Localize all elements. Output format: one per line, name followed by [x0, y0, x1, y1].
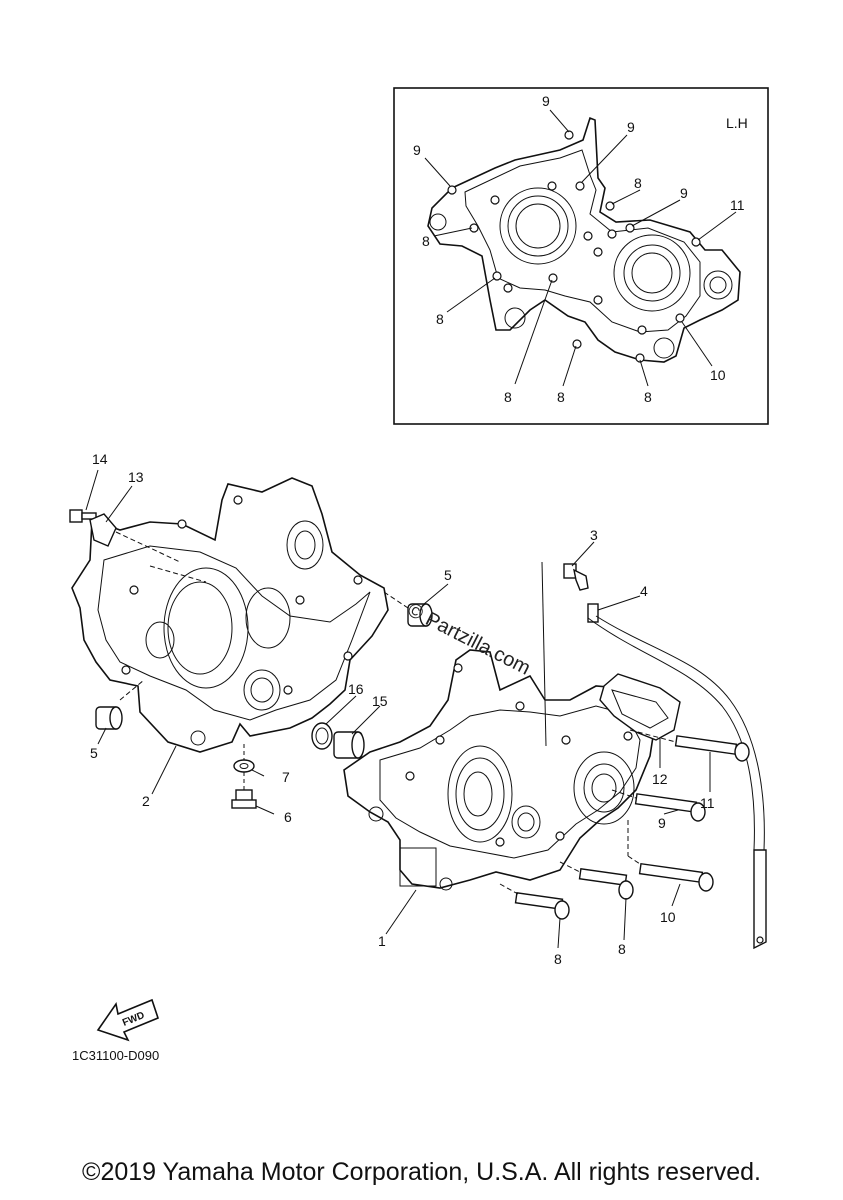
callout-7: 7	[282, 769, 290, 785]
inset-callout-9-upper-right: 9	[627, 119, 635, 135]
inset-left-bore-outer	[499, 187, 577, 265]
callout-5-lower: 5	[90, 745, 98, 761]
bolt-11	[674, 735, 750, 762]
diagram-code: 1C31100-D090	[72, 1048, 159, 1063]
fwd-label: FWD	[121, 1010, 146, 1029]
callout-14: 14	[92, 451, 108, 467]
inset-callout-8-left: 8	[422, 233, 430, 249]
bolt-8-lower	[514, 892, 570, 920]
callout-8-left: 8	[554, 951, 562, 967]
inset-side-label: L.H	[726, 115, 748, 131]
inset-boss-left	[429, 213, 447, 231]
bolt-14	[69, 509, 97, 523]
bolt-10	[638, 862, 714, 892]
dowel-5-lower	[95, 706, 123, 730]
callout-12: 12	[652, 771, 668, 787]
right-crankcase	[343, 649, 655, 891]
callout-15: 15	[372, 693, 388, 709]
inset-left-bore-inner	[515, 203, 561, 249]
inset-crankcase-outline	[427, 116, 741, 363]
inset-callout-10: 10	[710, 367, 726, 383]
callout-11: 11	[700, 795, 715, 811]
inset-left-hand-view: L.H	[393, 87, 769, 425]
inset-boss-right-inner	[709, 276, 727, 294]
copyright-notice: ©2019 Yamaha Motor Corporation, U.S.A. A…	[82, 1158, 761, 1186]
drain-bolt-6	[231, 789, 257, 809]
bolt-9	[634, 793, 706, 822]
inset-callout-8-bottom-b: 8	[557, 389, 565, 405]
cover-12	[599, 673, 681, 741]
callout-2: 2	[142, 793, 150, 809]
collar-15	[333, 731, 365, 759]
left-crankcase	[71, 477, 389, 753]
callout-16: 16	[348, 681, 364, 697]
inset-callout-11: 11	[730, 197, 745, 213]
inset-right-bore-inner	[631, 252, 673, 294]
callout-3: 3	[590, 527, 598, 543]
dowel-5-upper	[407, 603, 433, 627]
inset-boss-right	[703, 270, 733, 300]
inset-callout-8-bottom-c: 8	[644, 389, 652, 405]
inset-boss-bottom-right	[653, 337, 675, 359]
fwd-arrow-icon: FWD	[96, 998, 159, 1042]
callout-10: 10	[660, 909, 676, 925]
callout-5-upper: 5	[444, 567, 452, 583]
plate-13	[89, 513, 117, 547]
inset-callout-9-top: 9	[542, 93, 550, 109]
inset-frame	[393, 87, 769, 425]
inset-boss-bottom	[504, 307, 526, 329]
inset-callout-8-lower-left: 8	[436, 311, 444, 327]
callout-8-right: 8	[618, 941, 626, 957]
inset-left-bore-mid	[507, 195, 569, 257]
inset-right-bore-outer	[613, 234, 691, 312]
fitting-3	[563, 563, 589, 591]
inset-callout-9-right: 9	[680, 185, 688, 201]
washer-7	[233, 759, 255, 773]
inset-callout-9-left: 9	[413, 142, 421, 158]
inset-callout-8-bottom-a: 8	[504, 389, 512, 405]
callout-6: 6	[284, 809, 292, 825]
callout-1: 1	[378, 933, 386, 949]
inset-callout-8-upper-right: 8	[634, 175, 642, 191]
inset-right-bore-mid	[623, 244, 681, 302]
bolt-8-right	[578, 868, 634, 900]
inset-leader-lines	[424, 109, 737, 387]
bolt-dash-lines	[499, 729, 677, 895]
inset-gasket-line	[464, 149, 701, 333]
callout-4: 4	[640, 583, 648, 599]
o-ring-16	[311, 722, 333, 750]
callout-13: 13	[128, 469, 144, 485]
breather-hose-4	[587, 603, 767, 950]
main-leader-lines	[85, 469, 711, 949]
callout-9: 9	[658, 815, 666, 831]
inset-bolt-holes	[447, 130, 701, 363]
watermark: © Partzilla.com	[404, 599, 534, 680]
